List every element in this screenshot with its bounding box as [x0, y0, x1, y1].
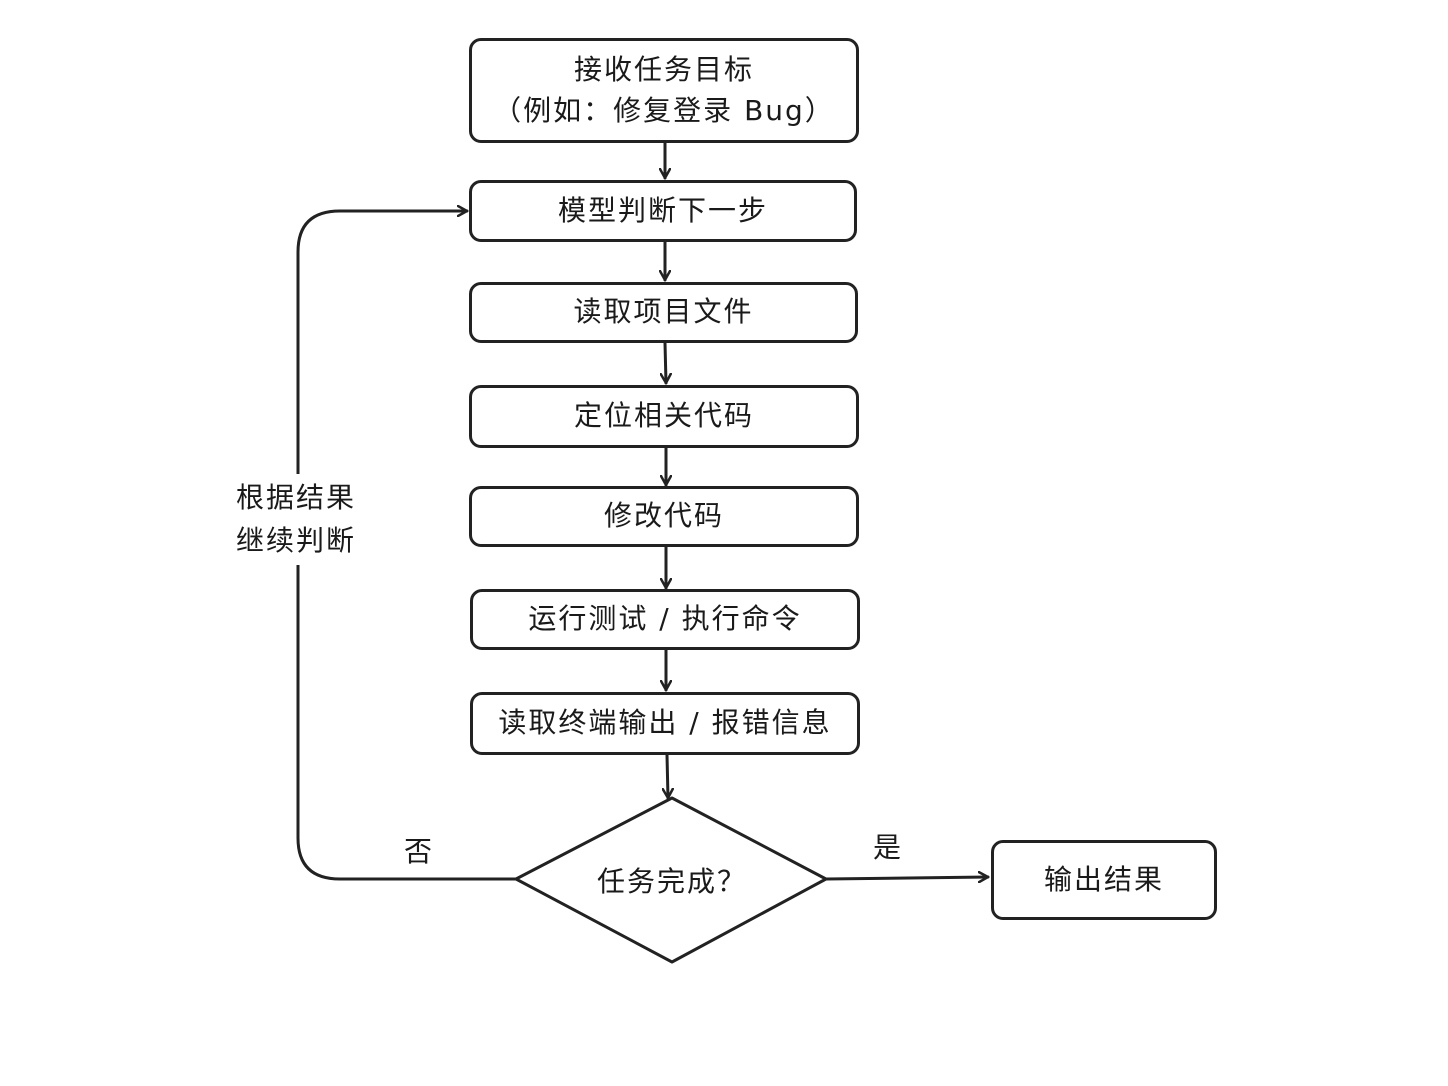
node-receive-task: 接收任务目标 （例如：修复登录 Bug） — [469, 38, 859, 143]
node-output-result: 输出结果 — [991, 840, 1217, 920]
node-receive-task-title: 接收任务目标 — [573, 52, 754, 86]
edge-label-yes: 是 — [873, 831, 904, 864]
edge-label-loop-line2: 继续判断 — [236, 524, 357, 558]
edge-label-loop-line1: 根据结果 — [236, 481, 357, 514]
decision-label: 任务完成？ — [596, 865, 747, 898]
node-locate-code: 定位相关代码 — [469, 385, 859, 448]
edge-label-loop: 根据结果 继续判断 — [234, 474, 359, 565]
node-model-decide: 模型判断下一步 — [469, 180, 857, 242]
node-read-output-label: 读取终端输出 / 报错信息 — [498, 706, 832, 740]
node-read-files-label: 读取项目文件 — [573, 295, 754, 329]
node-run-tests-label: 运行测试 / 执行命令 — [528, 602, 802, 636]
node-output-result-label: 输出结果 — [1043, 862, 1164, 896]
node-modify-code: 修改代码 — [469, 486, 859, 547]
arrow-read-to-locate — [665, 341, 666, 385]
node-read-output: 读取终端输出 / 报错信息 — [470, 692, 860, 755]
arrow-readout-to-decision — [667, 753, 668, 800]
node-modify-code-label: 修改代码 — [603, 499, 724, 533]
edge-label-no: 否 — [404, 835, 435, 868]
node-read-files: 读取项目文件 — [469, 282, 858, 343]
node-locate-code-label: 定位相关代码 — [573, 399, 754, 433]
arrow-decision-yes — [824, 877, 990, 879]
node-run-tests: 运行测试 / 执行命令 — [470, 589, 860, 650]
node-model-decide-label: 模型判断下一步 — [557, 193, 768, 227]
node-receive-task-example: （例如：修复登录 Bug） — [493, 93, 835, 127]
decision-diamond — [514, 796, 828, 964]
